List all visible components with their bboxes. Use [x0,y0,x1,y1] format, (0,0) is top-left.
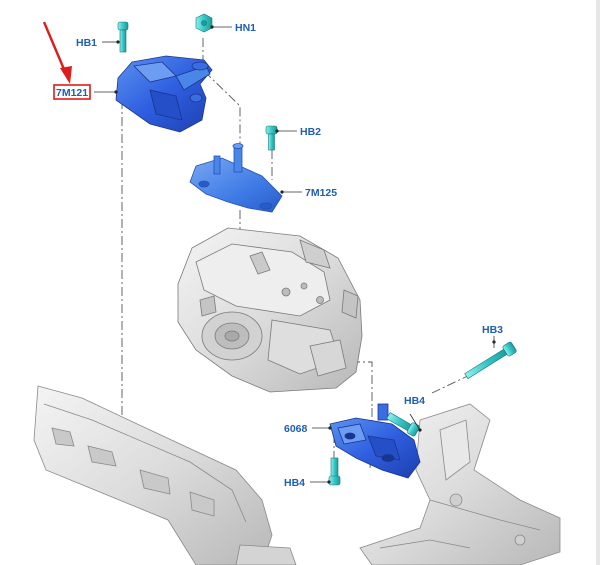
callout-hn1: HN1 [235,22,256,34]
bolt-icon [386,412,420,437]
callout-hb1: HB1 [76,37,97,49]
highlight-box [53,84,91,100]
frame-rail [33,385,297,565]
bracket-7m125-part [189,143,283,213]
callout-hb2: HB2 [300,126,321,138]
callout-dots [114,25,496,484]
mount-7m121-part [115,55,213,133]
bolt-icon [265,125,278,151]
red-arrow-icon [42,21,72,84]
bolt-icon [328,457,341,486]
bolt-icon [117,21,129,53]
transmission-assembly [177,227,363,393]
bolt-icon [464,341,517,380]
callout-hb4-upper: HB4 [404,395,425,407]
image-border [596,0,600,565]
callout-leaders [94,26,421,483]
callout-6068: 6068 [284,423,308,435]
callout-hb4-lower: HB4 [284,477,305,489]
subframe [359,403,561,565]
nut-icon [195,13,213,33]
mount-6068-part [329,403,421,479]
callout-7m125: 7M125 [305,187,337,199]
callout-7m121: 7M121 [56,87,88,99]
callout-hb3: HB3 [482,324,503,336]
